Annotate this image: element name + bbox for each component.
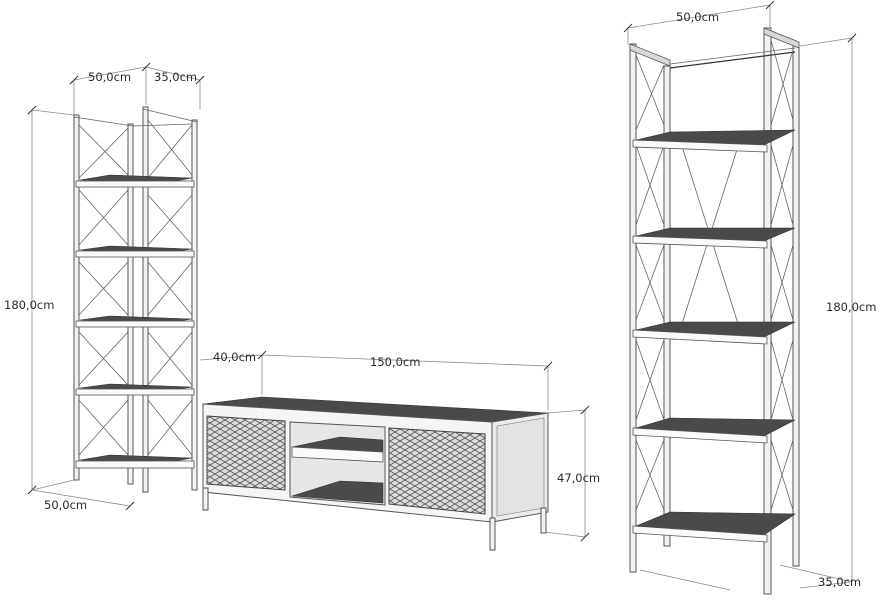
tv-width-label: 150,0cm [370,355,420,369]
tv-stand: 40,0cm 150,0cm 47,0cm [199,350,600,551]
left-top-width-label: 50,0cm [88,70,131,84]
right-bookshelf: 50,0cm 180,0cm 35,0cm [623,0,876,595]
right-height-label: 180,0cm [826,300,876,314]
post [792,45,800,567]
left-top-depth-label: 35,0cm [154,70,197,84]
right-mesh-door [388,427,486,515]
left-mesh-door [206,415,286,491]
left-shelves [75,174,195,469]
right-top-width-label: 50,0cm [676,10,719,24]
post [763,27,772,595]
tv-height-label: 47,0cm [557,471,600,485]
left-corner-bookshelf: 50,0cm 35,0cm 180,0cm 50,0cm [4,62,205,512]
post [663,65,671,547]
right-bottom-depth-label: 35,0cm [818,575,861,589]
left-height-label: 180,0cm [4,298,54,312]
leg [489,517,496,551]
post [142,106,149,493]
post [191,119,198,491]
left-bottom-width-label: 50,0cm [44,498,87,512]
compartment-bottom [291,480,384,504]
leg [202,487,209,511]
post [73,114,80,481]
left-dimension-lines [27,62,205,511]
post [127,123,134,485]
x-bracing [78,119,193,456]
post [629,43,637,573]
leg [540,507,547,534]
right-shelves [632,129,796,543]
tv-depth-label: 40,0cm [213,350,256,364]
tv-dimension-lines [199,350,590,542]
right-dimension-lines [623,0,857,591]
